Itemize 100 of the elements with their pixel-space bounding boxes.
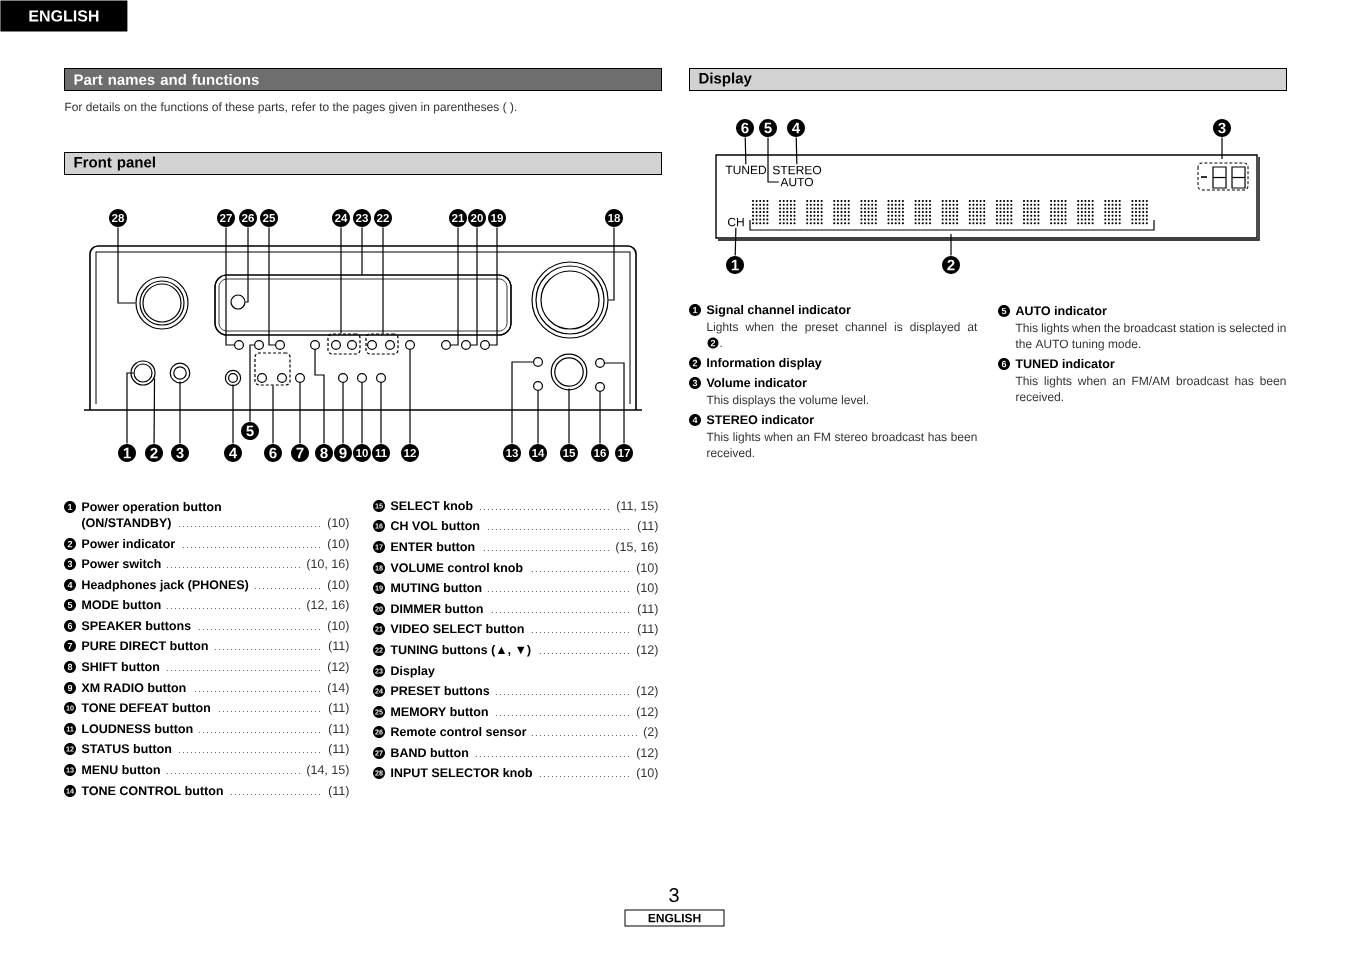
label: (12) xyxy=(636,747,658,760)
callout-number: 22 xyxy=(374,209,392,227)
panel-button xyxy=(533,357,543,367)
display-window xyxy=(214,274,512,336)
indicator-description: Lights when the preset channel is displayed at xyxy=(707,322,978,334)
panel-button xyxy=(533,381,543,391)
number-badge: 8 xyxy=(64,661,76,673)
label: (10) xyxy=(327,620,349,633)
leader-line xyxy=(299,382,301,445)
label: MODE button xyxy=(82,599,161,610)
number-badge: 6 xyxy=(64,620,76,632)
button-group-frame xyxy=(365,333,399,355)
display-indicator-text: STEREO xyxy=(772,165,822,175)
number-badge: 4 xyxy=(64,579,76,591)
part-list-entry: MODE button (12, 16) xyxy=(82,599,349,612)
label: MEMORY button xyxy=(391,706,488,717)
number-badge: 2 xyxy=(64,538,76,550)
button-group-frame xyxy=(254,352,291,386)
display-indicator-text: CH xyxy=(727,217,744,227)
part-list-entry: PRESET buttons (12) xyxy=(391,685,658,698)
panel-button xyxy=(338,373,348,383)
headphone-jack xyxy=(224,369,242,387)
label: (10) xyxy=(327,517,349,530)
number-badge: 2 xyxy=(689,357,701,369)
callout-number: 4 xyxy=(224,444,242,462)
callout-number: 9 xyxy=(334,444,352,462)
leader-line xyxy=(342,382,344,445)
leader-line xyxy=(568,388,570,445)
leader-line xyxy=(126,372,134,445)
label: TUNING buttons (▲, ▼) xyxy=(390,644,531,657)
panel-button xyxy=(595,358,605,368)
callout-number: 6 xyxy=(736,119,754,137)
label: (14) xyxy=(327,682,349,695)
label: VIDEO SELECT button xyxy=(390,623,524,634)
leader-line xyxy=(272,385,274,445)
leader-line xyxy=(225,226,235,346)
indicator-title: Signal channel indicator xyxy=(706,304,851,317)
callout-number: 2 xyxy=(145,444,163,462)
section-heading-band: Display xyxy=(689,68,1287,91)
callout-number: 1 xyxy=(726,256,744,274)
panel-button xyxy=(595,382,605,392)
part-list-entry: SELECT knob (11, 15) xyxy=(390,500,658,513)
callout-number: 8 xyxy=(315,444,333,462)
leader-line xyxy=(599,391,601,445)
label: (10) xyxy=(327,538,349,551)
part-list-entry: MUTING button (10) xyxy=(391,582,658,595)
number-badge: 1 xyxy=(689,304,701,316)
part-list-entry: Display xyxy=(391,665,435,678)
callout-number: 19 xyxy=(488,209,506,227)
callout-number: 25 xyxy=(260,209,278,227)
callout-number: 21 xyxy=(449,209,467,227)
callout-number: 18 xyxy=(605,209,623,227)
language-tab: ENGLISH xyxy=(0,0,128,32)
part-list-entry: TUNING buttons (▲, ▼) (12) xyxy=(390,644,658,657)
intro-note: For details on the functions of these parts, refer to the pages given in parentheses ( ). xyxy=(65,102,517,114)
label: (10) xyxy=(327,579,349,592)
label: TONE CONTROL button xyxy=(81,785,223,796)
panel-button xyxy=(357,373,367,383)
power-switch xyxy=(169,362,191,384)
callout-number: 16 xyxy=(591,444,609,462)
callout-number: 2 xyxy=(942,256,960,274)
label: DIMMER button xyxy=(391,603,483,614)
panel-button xyxy=(254,340,264,350)
label: (11) xyxy=(637,520,658,533)
part-list-entry: MEMORY button (12) xyxy=(391,706,658,719)
label: (2) xyxy=(643,726,658,739)
language-footer-box: ENGLISH xyxy=(624,909,725,927)
part-list-entry: Power operation button (ON/STANDBY) (10) xyxy=(82,501,349,530)
label: PURE DIRECT button xyxy=(82,640,208,651)
part-list-entry: CH VOL button (11) xyxy=(390,520,658,533)
leader-line xyxy=(179,381,181,445)
label: SPEAKER buttons xyxy=(81,620,191,631)
label: Headphones jack (PHONES) xyxy=(82,579,249,592)
leader-line xyxy=(608,226,615,301)
label: (11) xyxy=(328,785,349,798)
leader-line xyxy=(489,226,498,346)
label: (12) xyxy=(327,661,349,674)
number-badge: 3 xyxy=(689,377,701,389)
leader-line xyxy=(734,227,737,257)
label: (10, 16) xyxy=(307,558,349,571)
label: Remote control sensor xyxy=(391,726,527,737)
indicator-description: This lights when an FM/AM broadcast has been received. xyxy=(1015,376,1286,402)
callout-number: 27 xyxy=(217,209,235,227)
leader-line xyxy=(268,226,276,346)
part-list-entry: SHIFT button (12) xyxy=(81,661,349,674)
indicator-description: This lights when an FM stereo broadcast has been received. xyxy=(706,432,977,458)
part-list-entry: TONE DEFEAT button (11) xyxy=(81,702,349,715)
number-badge: 2 xyxy=(707,337,719,349)
part-list-entry: ENTER button (15, 16) xyxy=(391,541,658,554)
remote-sensor-window xyxy=(230,294,246,310)
callout-number: 7 xyxy=(291,444,309,462)
label: (11) xyxy=(328,743,349,756)
callout-number: 20 xyxy=(468,209,486,227)
number-badge: 4 xyxy=(689,414,701,426)
callout-number: 6 xyxy=(264,444,282,462)
leader-line xyxy=(744,136,747,165)
callout-number: 3 xyxy=(171,444,189,462)
label: MUTING button xyxy=(391,582,482,593)
leader-line xyxy=(767,136,780,183)
leader-line xyxy=(382,226,384,334)
